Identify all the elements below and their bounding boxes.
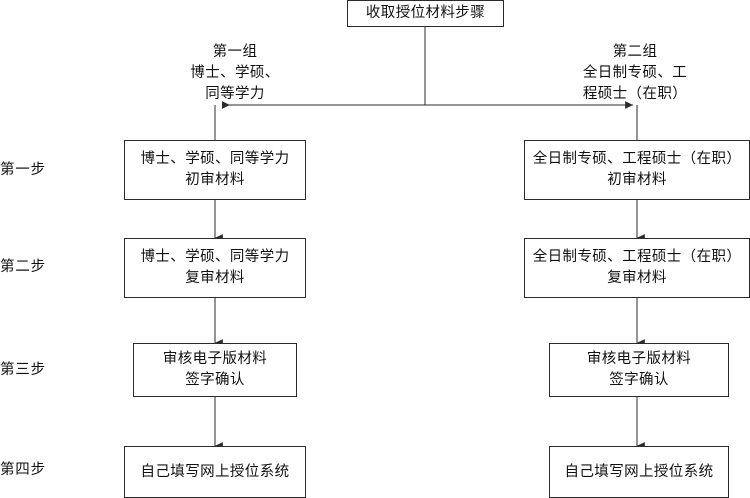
group-right-line-1: 第二组	[612, 44, 658, 60]
node-title-line-1: 收取授位材料步骤	[365, 5, 486, 22]
node-left-step2-line-1: 博士、学硕、同等学力	[140, 249, 290, 266]
group-header-right: 第二组 全日制专硕、工 程硕士（在职）	[535, 42, 735, 105]
node-right-step1-line-1: 全日制专硕、工程硕士（在职）	[532, 151, 742, 168]
group-right-line-2: 全日制专硕、工	[582, 65, 688, 82]
group-left-line-3: 同等学力	[205, 86, 265, 103]
node-right-step3-line-2: 签字确认	[609, 372, 669, 388]
node-right-step4-line-1: 自己填写网上授位系统	[564, 463, 714, 480]
node-right-step2-line-2: 复审材料	[607, 270, 667, 286]
step-label-4: 第四步	[0, 462, 46, 478]
group-left-line-1: 第一组	[212, 44, 258, 60]
step-label-3: 第三步	[0, 362, 46, 378]
node-left-step2[interactable]: 博士、学硕、同等学力 复审材料	[124, 238, 306, 298]
step-label-1: 第一步	[0, 162, 46, 178]
node-right-step2[interactable]: 全日制专硕、工程硕士（在职） 复审材料	[524, 238, 750, 298]
node-left-step2-line-2: 复审材料	[185, 270, 245, 286]
node-right-step4[interactable]: 自己填写网上授位系统	[549, 446, 729, 498]
step-label-2: 第二步	[0, 259, 46, 275]
group-header-left: 第一组 博士、学硕、 同等学力	[155, 42, 315, 105]
node-left-step4[interactable]: 自己填写网上授位系统	[124, 446, 306, 498]
node-left-step3[interactable]: 审核电子版材料 签字确认	[133, 343, 297, 397]
node-left-step1-line-1: 博士、学硕、同等学力	[140, 151, 290, 168]
node-title[interactable]: 收取授位材料步骤	[347, 0, 504, 27]
node-left-step3-line-1: 审核电子版材料	[162, 351, 268, 368]
group-left-line-2: 博士、学硕、	[190, 65, 280, 82]
node-right-step1-line-2: 初审材料	[607, 172, 667, 188]
node-left-step3-line-2: 签字确认	[185, 372, 245, 388]
group-right-line-3: 程硕士（在职）	[582, 86, 688, 103]
node-right-step2-line-1: 全日制专硕、工程硕士（在职）	[532, 249, 742, 266]
node-right-step1[interactable]: 全日制专硕、工程硕士（在职） 初审材料	[524, 140, 750, 200]
node-right-step3[interactable]: 审核电子版材料 签字确认	[549, 343, 729, 397]
node-right-step3-line-1: 审核电子版材料	[586, 351, 692, 368]
node-left-step1-line-2: 初审材料	[185, 172, 245, 188]
node-left-step1[interactable]: 博士、学硕、同等学力 初审材料	[124, 140, 306, 200]
node-left-step4-line-1: 自己填写网上授位系统	[140, 463, 290, 480]
